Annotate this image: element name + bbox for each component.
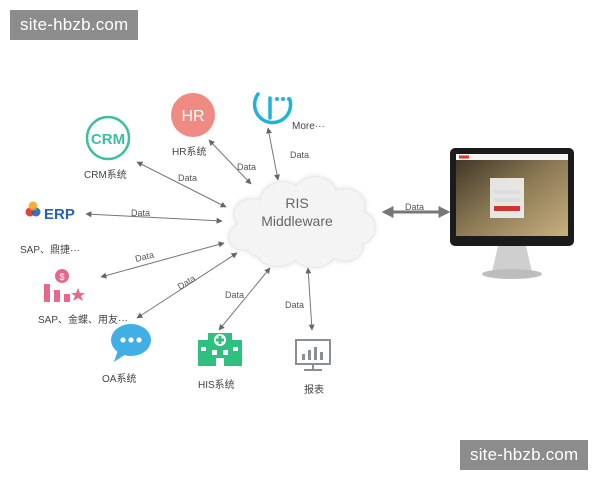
arrow-more: [266, 127, 280, 181]
finance-chart-icon: $: [44, 269, 85, 302]
data-label-finance2: Data: [176, 273, 197, 292]
more-icon: [252, 92, 293, 125]
hospital-icon: [198, 333, 242, 366]
data-label-more: Data: [290, 150, 309, 160]
oa-label: OA系统: [102, 374, 137, 385]
hr-label: HR系统: [172, 147, 207, 158]
arrow-finance1: [100, 241, 225, 279]
svg-text:ERP: ERP: [44, 206, 75, 223]
data-label-crm: Data: [178, 173, 197, 183]
svg-text:HR: HR: [181, 108, 204, 125]
hr-icon: HR: [171, 93, 215, 137]
svg-text:$: $: [59, 272, 64, 282]
monitor-icon: [450, 148, 574, 279]
arrow-hr: [208, 139, 252, 185]
arrow-finance2: [136, 252, 238, 319]
svg-text:CRM: CRM: [91, 131, 125, 148]
center-line1: RIS: [285, 195, 308, 211]
crm-icon: CRM: [85, 115, 131, 161]
oa-chat-icon: [111, 324, 151, 362]
arrow-his: [218, 267, 271, 331]
arrow-report: [305, 267, 315, 331]
report-chart-icon: [295, 339, 331, 371]
erp-logo-icon: ERP: [25, 201, 75, 223]
more-label: More···: [292, 121, 325, 132]
connection-arrows: [85, 127, 315, 331]
data-label-hr: Data: [237, 162, 256, 172]
data-label-finance1: Data: [134, 250, 155, 264]
crm-label: CRM系统: [84, 170, 127, 181]
his-label: HIS系统: [198, 380, 235, 391]
data-label-his: Data: [225, 290, 244, 300]
data-label-report: Data: [285, 300, 304, 310]
watermark-bottom: site-hbzb.com: [460, 440, 589, 470]
center-line2: Middleware: [261, 213, 333, 229]
finance-label: SAP、金蝶、用友···: [38, 315, 128, 326]
data-label-erp: Data: [131, 208, 150, 218]
report-label: 报表: [304, 385, 324, 396]
erp-label: SAP、鼎捷···: [20, 245, 80, 256]
arrow-crm: [136, 161, 227, 208]
ris-middleware-cloud: RIS Middleware: [227, 175, 376, 269]
watermark-top: site-hbzb.com: [10, 10, 139, 40]
arrow-erp: [85, 211, 223, 224]
data-label-monitor: Data: [405, 202, 424, 212]
